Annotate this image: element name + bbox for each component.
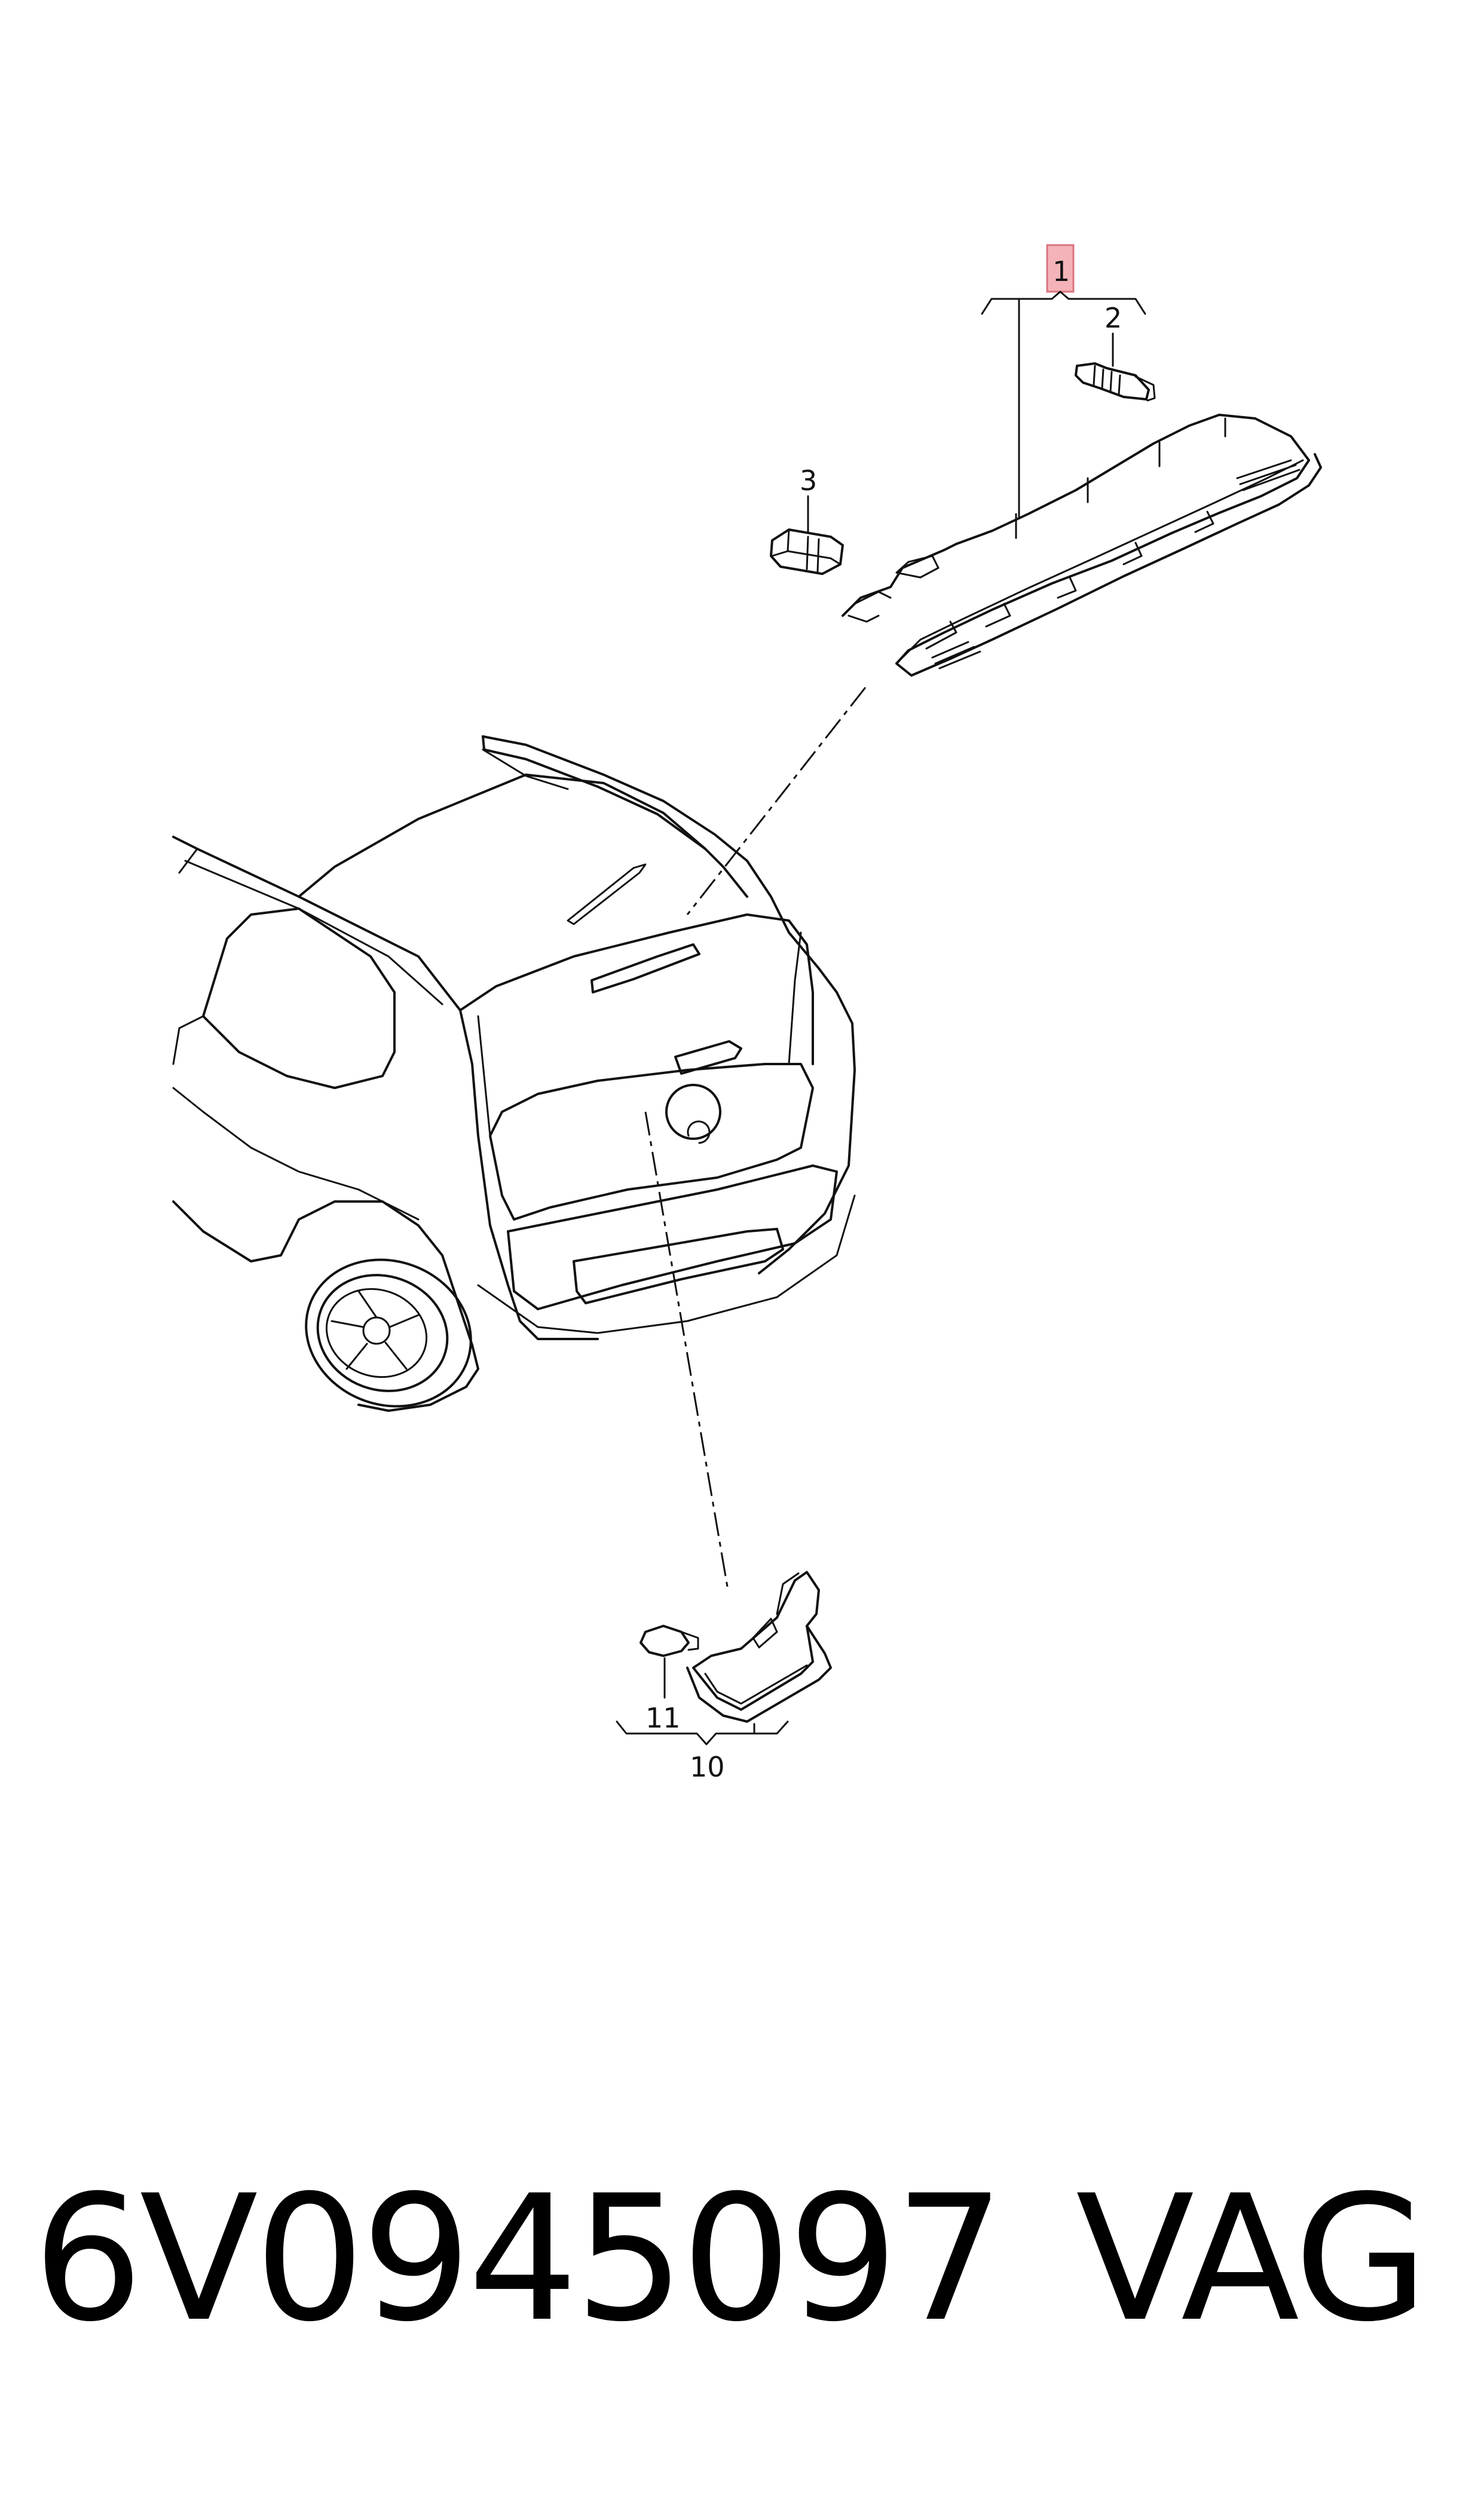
brand-name: VAG [1076,2159,1428,2360]
callout-2-group[interactable]: 2 [1104,302,1122,367]
callout-3-group[interactable]: 3 [800,464,817,534]
callout-1-bracket [981,291,1146,315]
connector-plug-part [770,528,844,575]
callout-3: 3 [800,464,817,497]
car-rear-outline [172,735,856,1412]
plate-light-part [640,1571,832,1723]
callout-11-group[interactable]: 11 [645,1657,681,1734]
footer: 6V0945097 VAG [0,2134,1484,2385]
callout-1: 1 [1052,255,1070,288]
callout-10-bracket [616,1720,789,1745]
callout-1-group[interactable]: 1 [981,244,1146,518]
bulb-socket-part [1075,362,1156,402]
leader-dashed-brake-light [686,687,867,915]
part-number: 6V0945097 [33,2159,1005,2360]
brake-light-part [842,414,1322,677]
callout-11: 11 [645,1702,681,1734]
leader-dashed-plate-light [644,1111,729,1591]
callout-2: 2 [1104,302,1122,334]
callout-10: 10 [690,1751,725,1783]
callout-10-group[interactable]: 10 [616,1720,789,1783]
